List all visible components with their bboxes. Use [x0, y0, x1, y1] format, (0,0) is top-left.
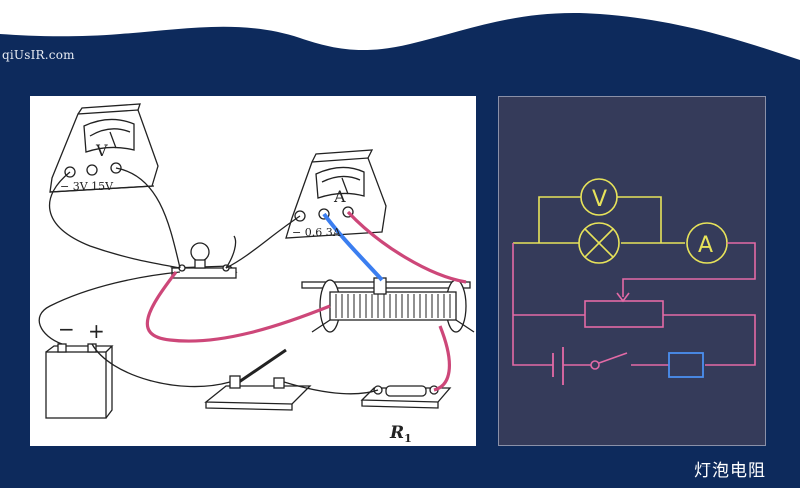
- ammeter-terminal-labels: − 0.6 3A: [292, 226, 342, 239]
- circuit-illustration: V − 3V 15V A − 0.6 3A − + R1: [38, 103, 475, 445]
- voltmeter-symbol: V: [95, 141, 108, 160]
- blue-wire: [322, 212, 384, 282]
- schematic-ammeter-symbol: A: [698, 233, 713, 258]
- schematic-voltmeter-symbol: V: [592, 187, 607, 212]
- switch-device[interactable]: [204, 348, 312, 411]
- pink-wires: [145, 210, 467, 392]
- schematic-switch[interactable]: [590, 360, 600, 370]
- ammeter-device[interactable]: [285, 149, 387, 239]
- header-wave: [0, 0, 800, 60]
- caption-reflection: 灯泡电阻: [694, 464, 766, 474]
- schematic-panel: V A: [498, 96, 766, 446]
- voltmeter-terminal-labels: − 3V 15V: [60, 180, 114, 193]
- battery-minus-label: −: [58, 317, 75, 341]
- caption-text: 灯泡电阻: [694, 461, 766, 481]
- ammeter-symbol: A: [333, 187, 346, 206]
- schematic-pink-lines: [512, 242, 756, 385]
- schematic-resistor-r1[interactable]: [668, 352, 704, 378]
- schematic-yellow-lines: [513, 178, 728, 264]
- battery-device[interactable]: [45, 343, 114, 419]
- battery-plus-label: +: [88, 319, 105, 343]
- schematic-lamp[interactable]: [578, 222, 620, 264]
- lamp-device[interactable]: [170, 242, 238, 279]
- rheostat-device[interactable]: [301, 277, 475, 333]
- circuit-photo-panel: V − 3V 15V A − 0.6 3A − + R1: [30, 96, 476, 446]
- resistor-r1-device[interactable]: [360, 385, 452, 409]
- watermark-text: qiUsIR.com: [2, 48, 75, 62]
- voltmeter-device[interactable]: [49, 103, 159, 193]
- resistor-r1-label: R1: [389, 423, 412, 445]
- schematic-diagram: V A: [512, 178, 756, 385]
- schematic-rheostat[interactable]: [584, 300, 664, 328]
- schematic-voltmeter[interactable]: [580, 178, 618, 216]
- black-wires: [38, 167, 379, 395]
